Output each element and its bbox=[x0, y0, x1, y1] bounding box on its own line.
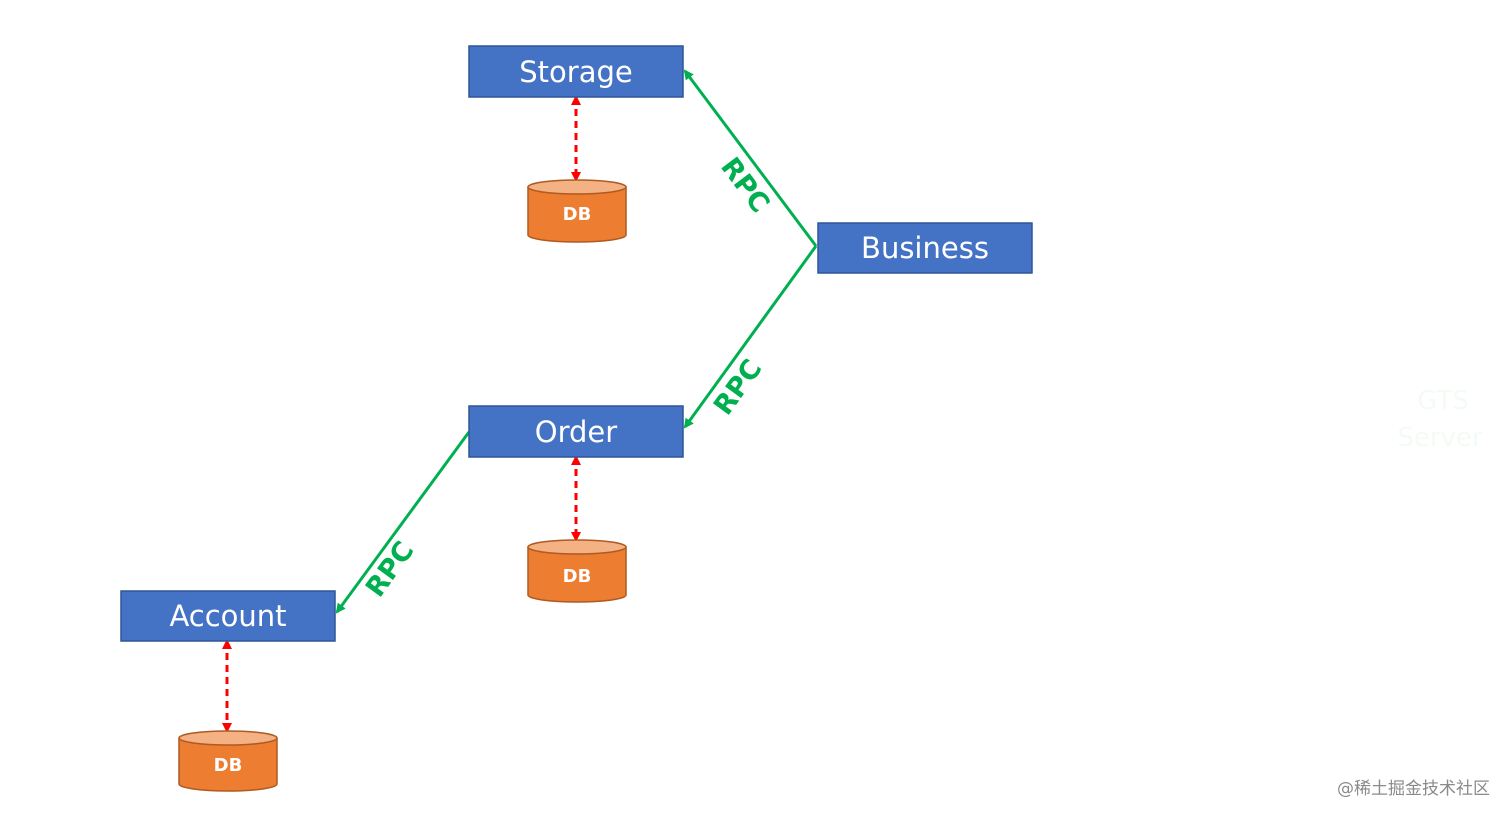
db-order: DB bbox=[527, 539, 627, 603]
service-box-order bbox=[468, 405, 684, 458]
service-business: Business bbox=[817, 222, 1033, 274]
rpc-label-business-storage: RPC bbox=[714, 152, 775, 219]
service-label-storage: Storage bbox=[519, 55, 632, 89]
rpc-arrow-business-to-order bbox=[683, 245, 818, 429]
service-box-account bbox=[120, 590, 336, 642]
service-box-storage bbox=[468, 45, 684, 98]
watermark: @稀土掘金技术社区 bbox=[1337, 779, 1490, 799]
faint-label-line1: GTS bbox=[1417, 386, 1469, 416]
db-cylinder-top-account bbox=[178, 730, 278, 746]
db-label-account: DB bbox=[214, 755, 243, 776]
faint-label-line2: Server bbox=[1397, 423, 1483, 453]
service-order: Order bbox=[468, 405, 684, 458]
service-box-business bbox=[817, 222, 1033, 274]
rpc-label-business-order: RPC bbox=[708, 354, 769, 421]
rpc-arrow-business-to-storage bbox=[683, 69, 818, 247]
service-label-account: Account bbox=[169, 599, 286, 633]
db-label-storage: DB bbox=[563, 204, 592, 225]
db-cylinder-body-account bbox=[178, 737, 278, 792]
db-label-order: DB bbox=[563, 566, 592, 587]
rpc-arrow-order-to-account bbox=[335, 431, 471, 614]
db-cylinder-body-order bbox=[527, 546, 627, 603]
db-storage: DB bbox=[527, 179, 627, 243]
rpc-connectors bbox=[335, 69, 818, 614]
service-label-order: Order bbox=[535, 415, 617, 449]
db-cylinder-top-storage bbox=[527, 179, 627, 195]
faint-gts-server-label: GTS Server bbox=[1397, 386, 1483, 453]
db-links bbox=[222, 95, 581, 733]
service-account: Account bbox=[120, 590, 336, 642]
db-cylinder-top-order bbox=[527, 539, 627, 555]
db-account: DB bbox=[178, 730, 278, 792]
service-storage: Storage bbox=[468, 45, 684, 98]
db-cylinder-body-storage bbox=[527, 186, 627, 243]
service-label-business: Business bbox=[861, 231, 989, 265]
